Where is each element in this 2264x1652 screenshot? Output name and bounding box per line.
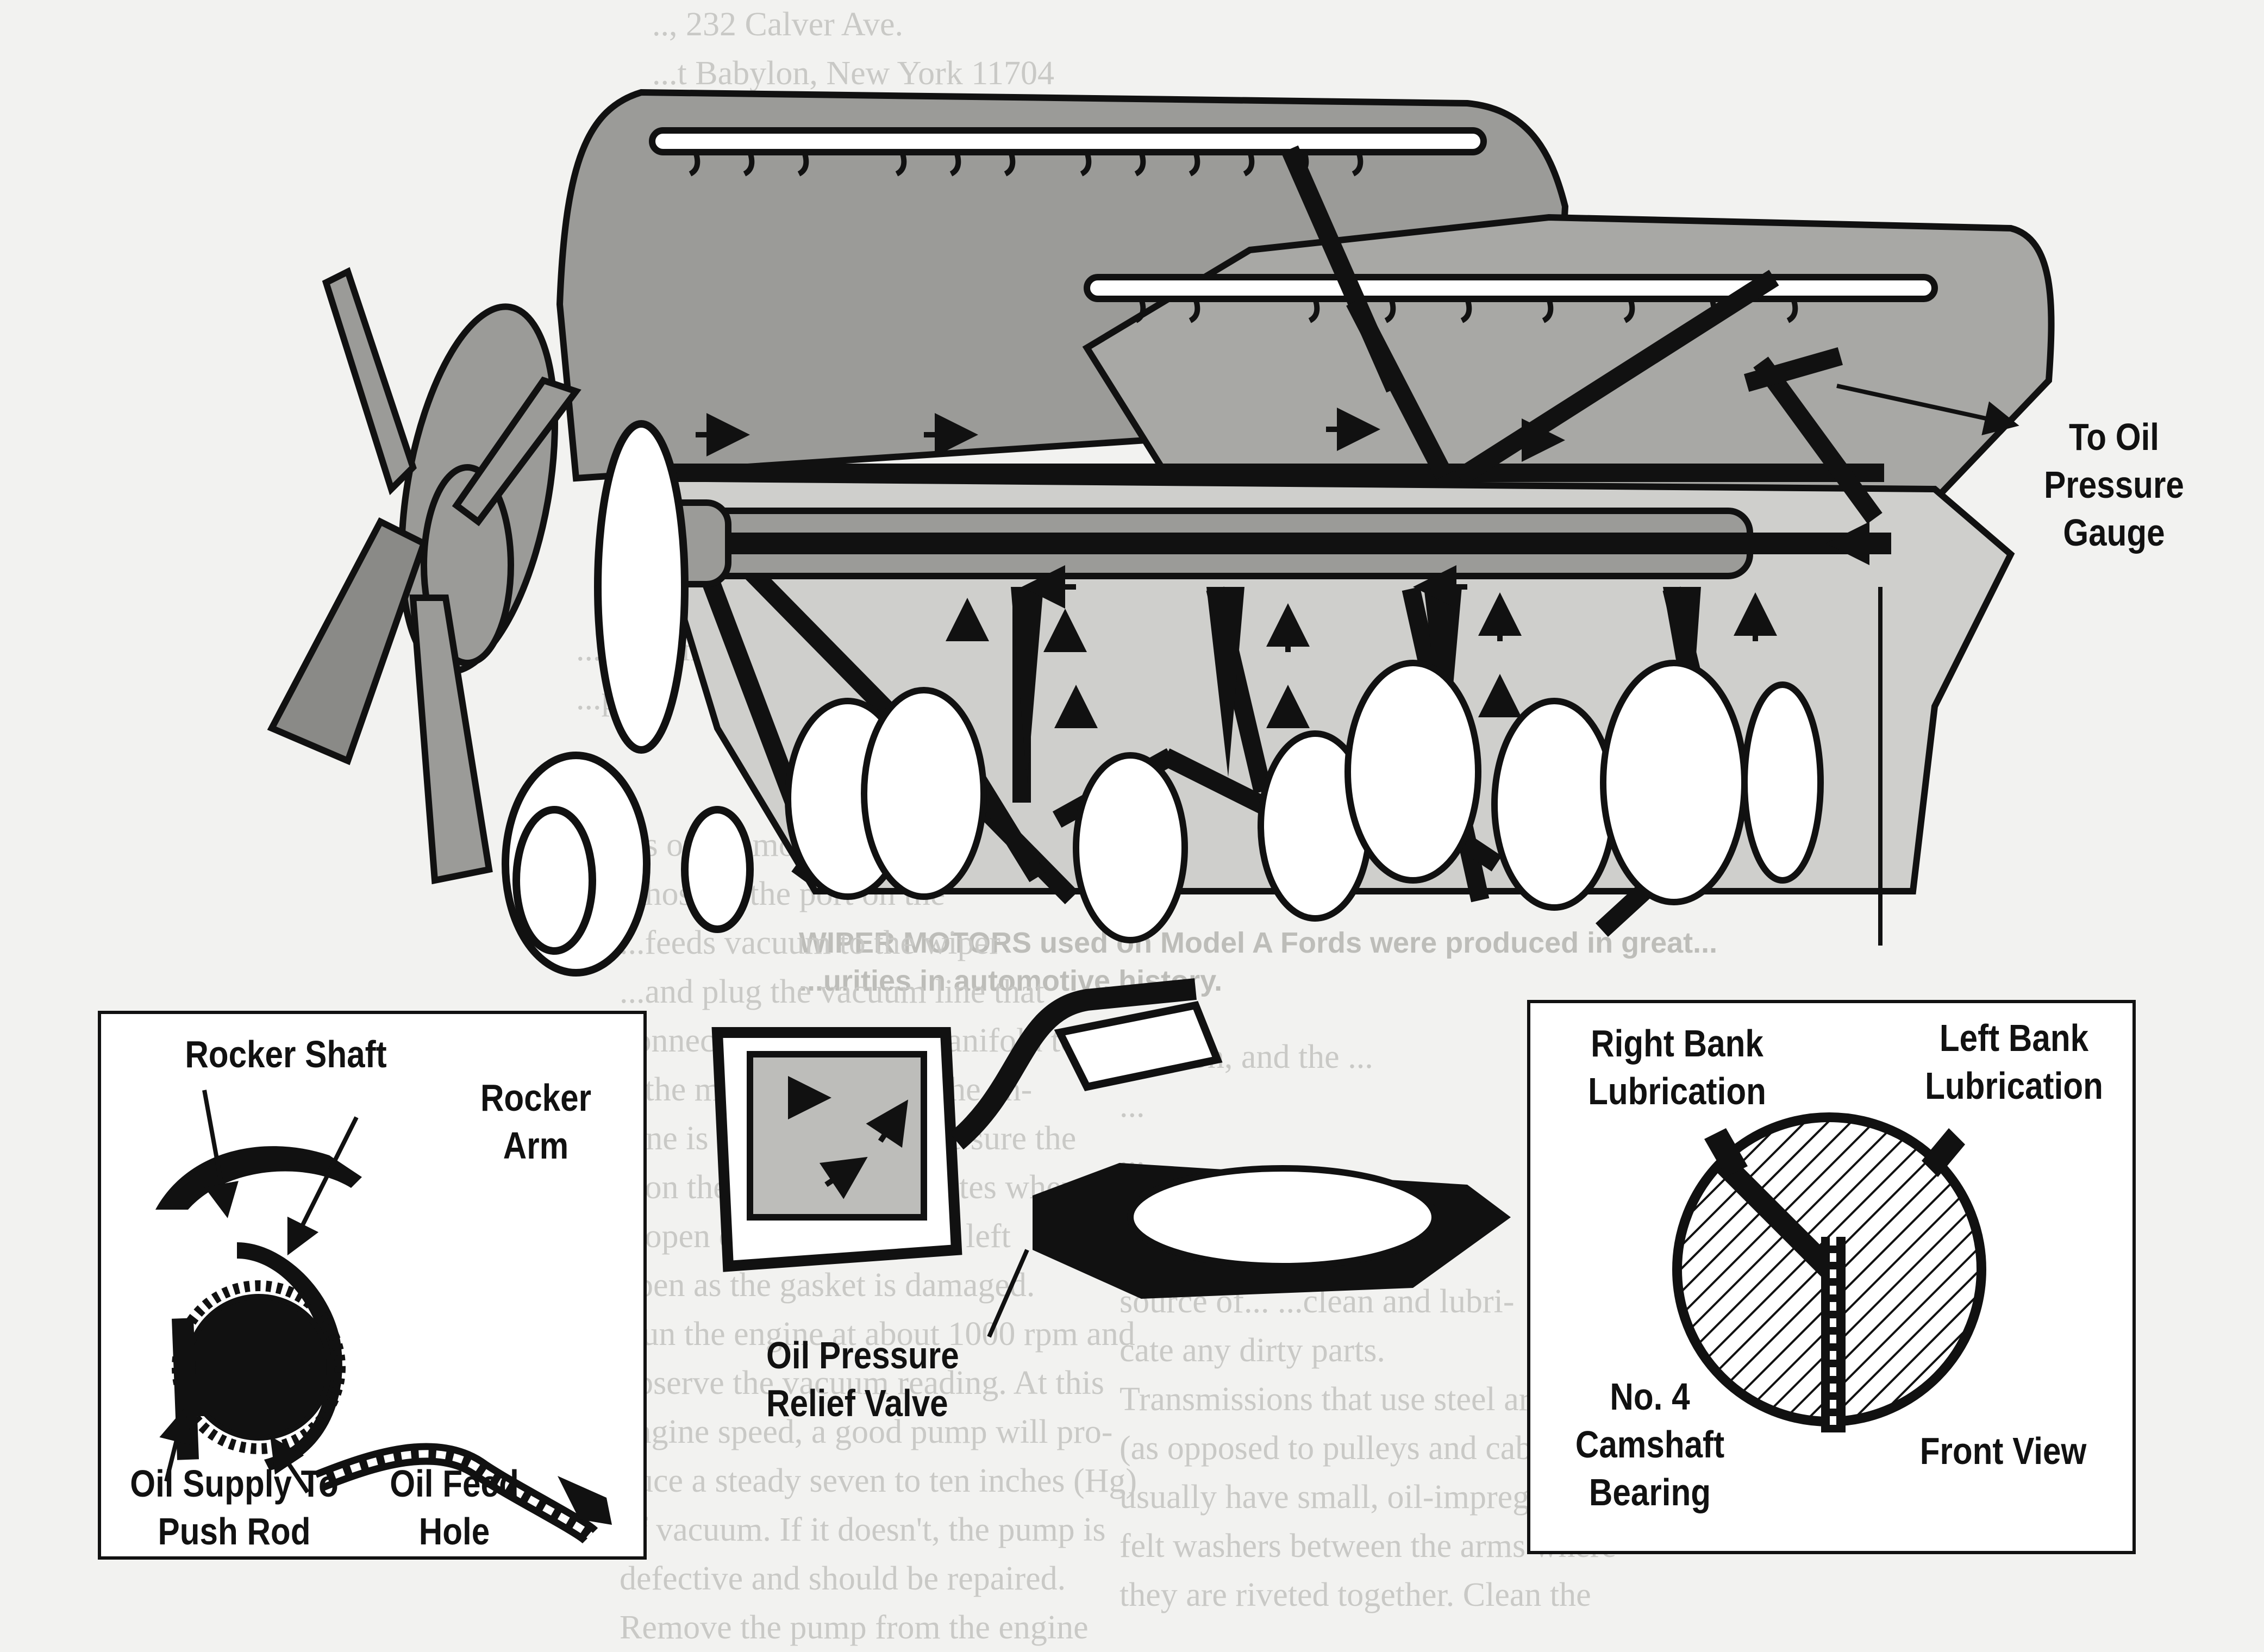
left-bank-line1: Left Bank (1939, 1017, 2089, 1059)
rocker-shaft-circle (185, 1294, 332, 1441)
no4-line3: Bearing (1588, 1471, 1711, 1513)
left-rocker-shaft (649, 127, 1487, 155)
right-bank-line1: Right Bank (1591, 1022, 1763, 1065)
rocker-arm-line2: Arm (503, 1124, 569, 1167)
left-bank-lubrication-label: Left Bank Lubrication (1916, 1014, 2112, 1110)
oil-feed-line2: Hole (418, 1510, 490, 1553)
relief-valve-line2: Relief Valve (766, 1382, 948, 1424)
camshaft-bearing-drawing (1672, 1112, 1986, 1432)
crankshaft (785, 660, 1824, 943)
timing-gear (502, 420, 754, 977)
no4-line2: Camshaft (1575, 1423, 1725, 1466)
flow-arrows (696, 408, 1869, 1199)
oil-supply-to-push-rod-label: Oil Supply To Push Rod (124, 1460, 344, 1555)
right-bank-passage (1712, 1153, 1843, 1283)
to-oil-line3: Gauge (2063, 511, 2165, 554)
to-oil-line2: Pressure (2044, 464, 2184, 506)
pickup-tube (949, 978, 1197, 1150)
oil-strainer (1127, 1165, 1438, 1269)
oil-pressure-relief-valve-label: Oil Pressure Relief Valve (766, 1331, 1028, 1427)
left-bank-passage (1922, 1128, 1965, 1177)
leader-lines (987, 384, 2019, 1338)
no4-camshaft-bearing-label: No. 4 Camshaft Bearing (1566, 1373, 1734, 1516)
rocker-shaft-inset: Rocker Shaft Rocker Arm Oil Supply To Pu… (98, 1011, 647, 1560)
oil-pump (711, 1027, 962, 1272)
no4-line1: No. 4 (1610, 1375, 1690, 1418)
oil-feed-line1: Oil Feed (390, 1462, 519, 1505)
left-bank-line2: Lubrication (1925, 1065, 2103, 1107)
relief-valve-line1: Oil Pressure (766, 1334, 959, 1376)
rocker-arm-label: Rocker Arm (471, 1074, 602, 1169)
right-rocker-shaft (1084, 274, 1938, 302)
rocker-shaft-label: Rocker Shaft (185, 1033, 387, 1075)
rocker-arm-line1: Rocker (480, 1077, 592, 1119)
oil-supply-line1: Oil Supply To (130, 1462, 339, 1505)
right-bank-lubrication-label: Right Bank Lubrication (1579, 1019, 1775, 1115)
camshaft-bearing-inset: Right Bank Lubrication Left Bank Lubrica… (1527, 1000, 2136, 1554)
pressure-relief-body (1054, 1000, 1223, 1091)
camshaft (638, 499, 1891, 587)
rocker-arm-ticks (689, 151, 1798, 323)
oil-feed-hole-label: Oil Feed Hole (384, 1460, 524, 1555)
oil-supply-line2: Push Rod (158, 1510, 311, 1553)
cooling-fan (267, 267, 581, 885)
front-view-label: Front View (1919, 1430, 2087, 1472)
right-bank-line2: Lubrication (1588, 1070, 1766, 1112)
to-oil-line1: To Oil (2068, 416, 2160, 458)
rocker-shaft-section-drawing (155, 1090, 612, 1544)
to-oil-pressure-gauge-label: To Oil Pressure Gauge (2016, 413, 2212, 556)
